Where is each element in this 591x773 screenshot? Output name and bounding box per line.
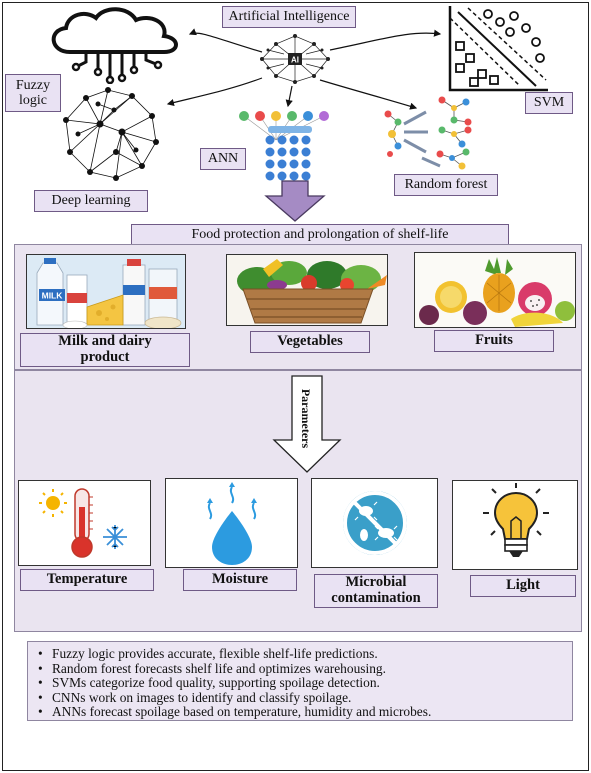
findings-bullet-list: Fuzzy logic provides accurate, flexible … (27, 641, 573, 721)
arrow-to-rf (319, 79, 418, 110)
svm-scatter-icon (448, 6, 548, 92)
fruit-assortment-photo (414, 252, 576, 328)
temperature-icon-box (18, 480, 151, 566)
param-label-light: Light (470, 575, 576, 597)
food-label-dairy: Milk and dairy product (20, 333, 190, 367)
food-label-fruits: Fruits (434, 330, 554, 352)
random-forest-label: Random forest (394, 174, 498, 196)
thermometer-sun-snow-icon (39, 488, 127, 558)
arrow-to-ann (285, 85, 293, 108)
microbial-icon-box (311, 478, 438, 568)
bullet-item: CNNs work on images to identify and clas… (38, 690, 564, 706)
parameters-label: Parameters (299, 388, 314, 448)
vegetable-basket-photo (226, 254, 388, 326)
ai-label: Artificial Intelligence (222, 6, 356, 28)
light-icon-box (452, 480, 578, 570)
cloud-network-icon (51, 7, 178, 84)
bullet-item: Random forest forecasts shelf life and o… (38, 661, 564, 677)
arrow-to-fuzzy (188, 28, 263, 53)
arrow-to-svm (329, 29, 442, 51)
ai-brain-network-icon: AI (260, 34, 330, 84)
ai-chip-text: AI (291, 56, 299, 65)
bullet-item: ANNs forecast spoilage based on temperat… (38, 705, 564, 720)
bullet-item: SVMs categorize food quality, supporting… (38, 676, 564, 691)
ann-layers-icon (239, 111, 329, 181)
deep-learning-network-icon (63, 87, 159, 181)
ann-label: ANN (200, 148, 246, 170)
arrow-to-deep (166, 77, 263, 107)
connector-arrows (166, 28, 442, 110)
light-bulb-icon (483, 483, 549, 557)
param-label-moisture: Moisture (183, 569, 297, 591)
shelf-life-banner: Food protection and prolongation of shel… (131, 224, 509, 246)
dairy-products-photo: MILK (26, 254, 186, 329)
down-arrow-main (264, 180, 326, 222)
food-label-vegetables: Vegetables (250, 331, 370, 353)
no-microbes-icon (343, 491, 407, 555)
fuzzy-logic-label: Fuzzy logic (5, 74, 61, 112)
water-drop-icon (207, 482, 257, 565)
moisture-icon-box (165, 478, 298, 568)
random-forest-trees-icon (384, 96, 472, 170)
milk-carton-text: MILK (42, 291, 64, 301)
bullet-item: Fuzzy logic provides accurate, flexible … (38, 646, 564, 662)
param-label-temperature: Temperature (20, 569, 154, 591)
parameters-down-arrow (272, 375, 342, 473)
deep-learning-label: Deep learning (34, 190, 148, 212)
param-label-microbial: Microbial contamination (314, 574, 438, 608)
svm-label: SVM (525, 92, 573, 114)
